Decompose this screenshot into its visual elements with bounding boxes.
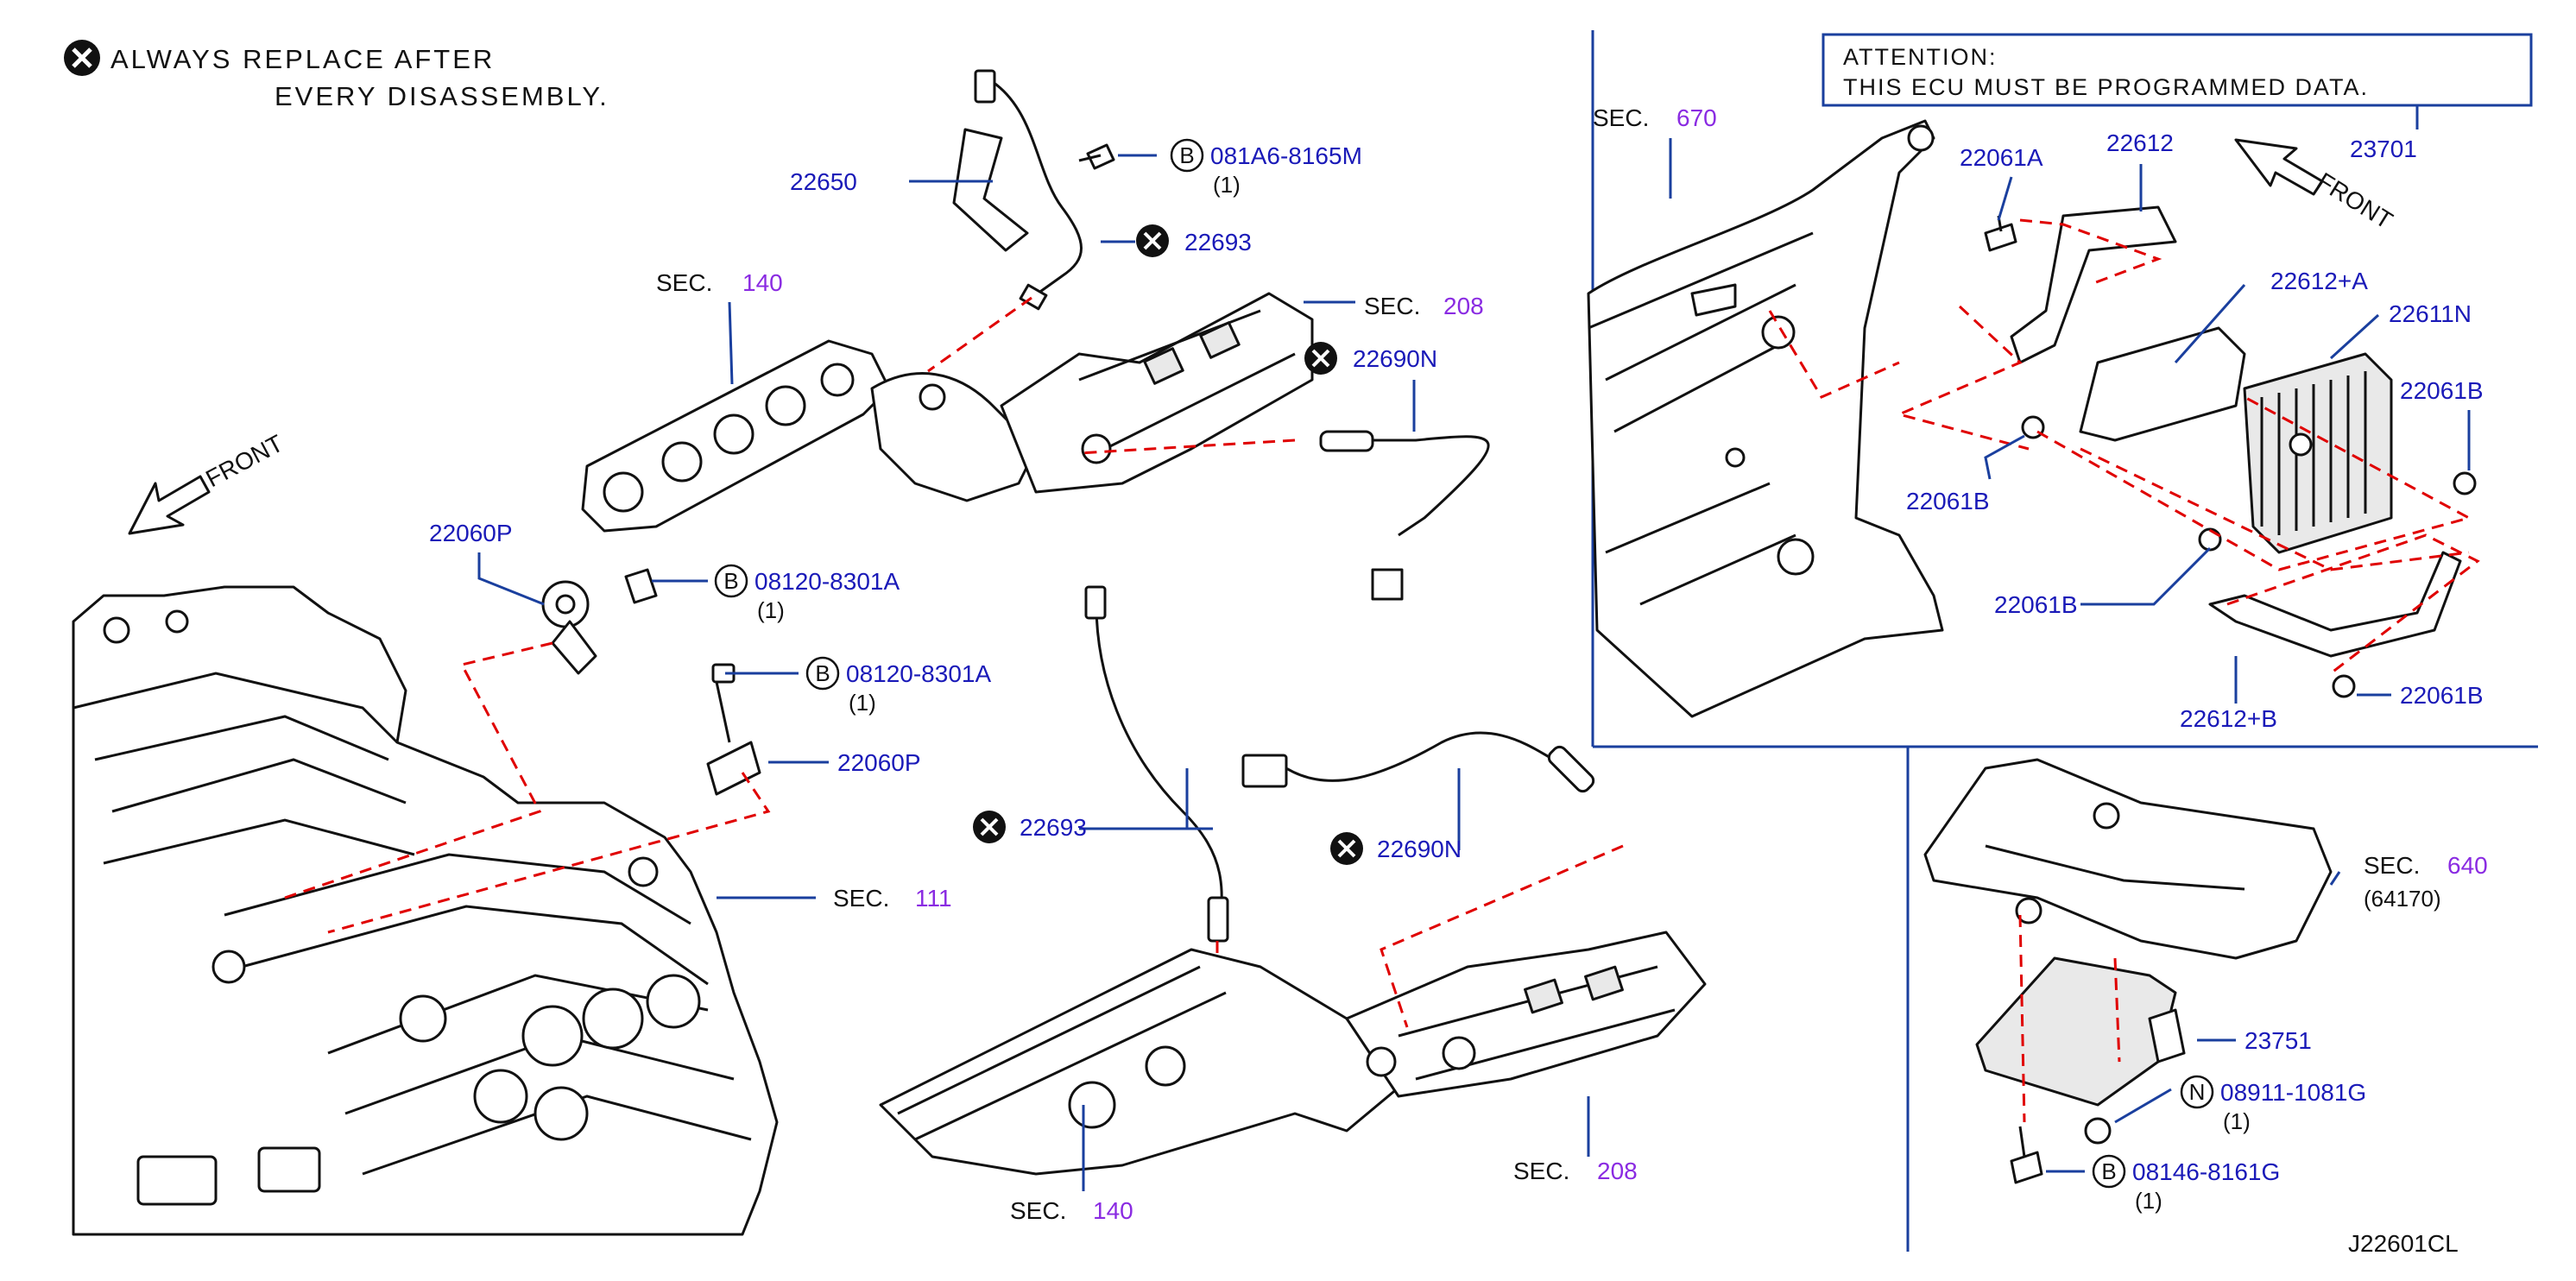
- svg-text:B: B: [723, 568, 738, 594]
- svg-text:B: B: [1179, 142, 1194, 168]
- part-label: 22650: [790, 168, 857, 195]
- section-label: SEC.: [656, 269, 712, 296]
- lower-ecu-drawing: [1923, 758, 2333, 1184]
- badge-b-icon: B: [1170, 138, 1204, 173]
- replace-icon: [1304, 342, 1337, 375]
- part-qty: (1): [2223, 1108, 2251, 1134]
- svg-text:N: N: [2189, 1079, 2206, 1105]
- replace-icon: [1330, 832, 1363, 865]
- replace-note-line2: EVERY DISASSEMBLY.: [275, 81, 609, 111]
- upper-exhaust-manifold-drawing: [581, 292, 1314, 533]
- section-label: SEC.: [1593, 104, 1649, 131]
- part-label: 22690N: [1353, 345, 1437, 372]
- fastener-badges: B B B N B: [714, 138, 2214, 1189]
- knock-sensors-drawing: [541, 568, 761, 796]
- badge-b-icon: B: [714, 564, 748, 598]
- part-qty: (1): [849, 690, 876, 716]
- diagram-code: J22601CL: [2348, 1230, 2459, 1257]
- replace-icon: [973, 811, 1006, 843]
- part-label: 08911-1081G: [2220, 1079, 2366, 1106]
- part-qty: (1): [757, 597, 785, 623]
- part-labels: 22650 081A6-8165M (1) 22693 22690N 22060…: [429, 129, 2484, 1214]
- attention-box: ATTENTION: THIS ECU MUST BE PROGRAMMED D…: [1822, 33, 2533, 129]
- part-label: 22061B: [2400, 682, 2484, 709]
- section-number: 640: [2447, 852, 2488, 879]
- part-label: 22060P: [429, 520, 513, 546]
- section-label: SEC.: [1364, 293, 1420, 319]
- part-label: 22061B: [1906, 488, 1990, 514]
- ecu-bracket-drawing: [1587, 119, 2477, 718]
- badge-b-icon: B: [805, 656, 840, 691]
- part-label: 22693: [1020, 814, 1087, 841]
- part-label: 22612+B: [2180, 705, 2277, 732]
- part-label: 22061A: [1960, 144, 2043, 171]
- section-number: 111: [915, 885, 952, 912]
- part-label: 08146-8161G: [2132, 1158, 2280, 1185]
- section-labels: SEC. 140 SEC. 208 SEC. 111 SEC. 140 SEC.…: [656, 104, 2488, 1224]
- part-qty: (1): [1213, 172, 1241, 198]
- part-label: 23751: [2245, 1027, 2312, 1054]
- svg-text:B: B: [2101, 1158, 2116, 1184]
- part-label: 22612+A: [2270, 268, 2368, 294]
- section-number: 140: [742, 269, 783, 296]
- part-label: 22693: [1184, 229, 1252, 256]
- section-number: 670: [1676, 104, 1717, 131]
- section-number: 208: [1443, 293, 1484, 319]
- part-label: 23701: [2350, 136, 2417, 162]
- leader-lines: [477, 138, 2471, 1191]
- part-label: 22061B: [1994, 591, 2078, 618]
- part-label: 22060P: [837, 749, 921, 776]
- attention-text: THIS ECU MUST BE PROGRAMMED DATA.: [1843, 74, 2369, 100]
- section-label: SEC.: [833, 885, 889, 912]
- part-label: 22611N: [2389, 300, 2472, 327]
- section-number: 208: [1597, 1158, 1638, 1184]
- part-qty: (1): [2135, 1188, 2162, 1214]
- guide-lines-ecu: [1768, 218, 2480, 675]
- attention-title: ATTENTION:: [1843, 44, 1998, 70]
- lower-exhaust-manifold-drawing: [879, 931, 1707, 1176]
- svg-text:B: B: [815, 660, 830, 686]
- section-label: SEC.: [1513, 1158, 1569, 1184]
- part-label: 22690N: [1377, 836, 1462, 862]
- section-label: SEC.: [2364, 852, 2420, 879]
- replace-icon: [1136, 224, 1169, 257]
- front-arrow-left: FRONT: [128, 430, 287, 535]
- replace-note: ALWAYS REPLACE AFTER EVERY DISASSEMBLY.: [64, 40, 609, 111]
- badge-b-icon: B: [2092, 1154, 2126, 1189]
- section-number: 140: [1093, 1197, 1133, 1224]
- badge-n-icon: N: [2180, 1075, 2214, 1109]
- front-label-ecu: FRONT: [2313, 167, 2397, 234]
- part-label: 081A6-8165M: [1210, 142, 1362, 169]
- replace-markers: [973, 224, 1363, 865]
- part-label: 22061B: [2400, 377, 2484, 404]
- section-label: SEC.: [1010, 1197, 1066, 1224]
- front-label-left: FRONT: [201, 430, 287, 493]
- replace-note-line1: ALWAYS REPLACE AFTER: [110, 44, 495, 74]
- section-sub: (64170): [2364, 886, 2441, 912]
- part-label: 22612: [2106, 129, 2174, 156]
- part-label: 08120-8301A: [754, 568, 900, 595]
- oxygen-sensors-drawing: [952, 69, 1595, 943]
- engine-block-drawing: [72, 585, 779, 1236]
- guide-lines-left: [284, 296, 1624, 1028]
- part-label: 08120-8301A: [846, 660, 991, 687]
